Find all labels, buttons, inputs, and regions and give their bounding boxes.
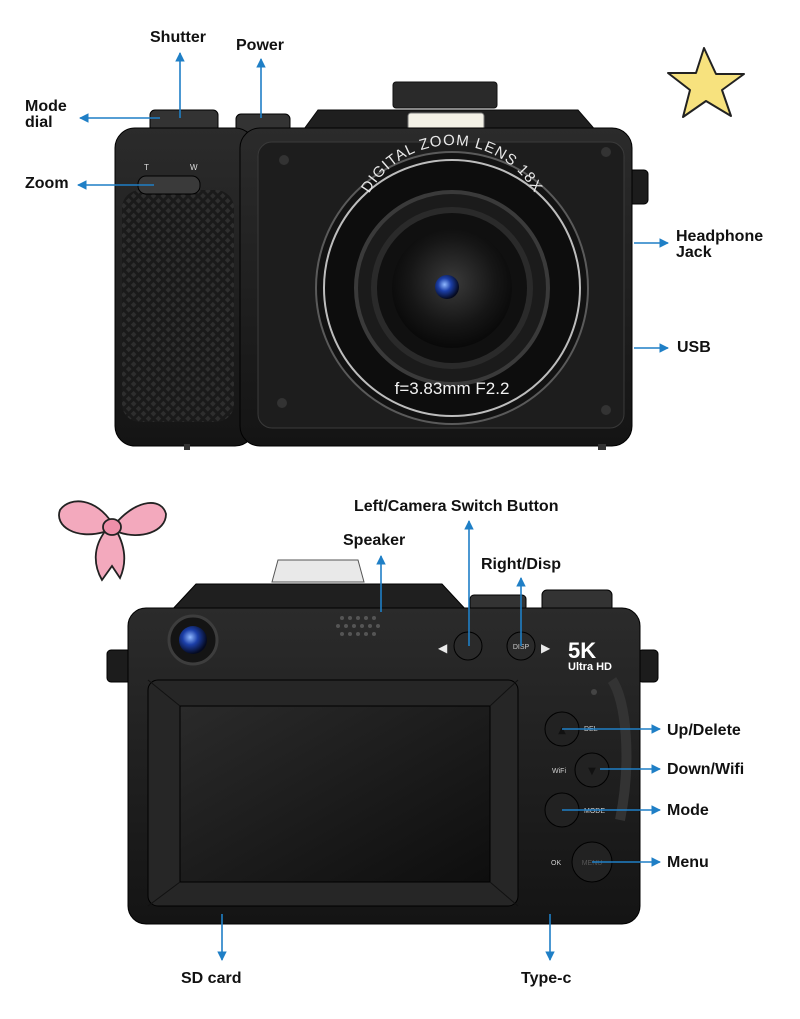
zoom-wide-label: W [190,163,198,172]
hot-shoe-back [271,559,365,583]
callout-down-wifi: Down/Wifi [667,761,745,778]
camera-front-view: T W DIGITAL ZOOM LENS 18X f=3.83mm F2.2 [114,81,649,450]
down-wifi-button[interactable] [574,752,610,788]
up-arrow-glyph: ▲ [558,725,566,736]
star-icon [667,47,745,118]
callout-up-delete: Up/Delete [667,722,741,739]
ok-label: OK [551,860,561,867]
hot-shoe [392,81,498,109]
callout-type-c: Type-c [521,970,572,987]
lens-glass [435,275,459,299]
callout-zoom: Zoom [25,175,69,192]
bow-icon [58,500,167,582]
callout-menu: Menu [667,854,709,871]
left-arrow-glyph: ◀ [438,641,448,655]
callout-usb: USB [677,339,711,356]
right-arrow-glyph: ▶ [541,641,551,655]
strap-lug-back-right [637,649,659,683]
mode-label: MODE [584,808,605,815]
callout-left-camera-switch: Left/Camera Switch Button [354,498,559,515]
wifi-label: WiFi [552,768,566,775]
back-callout-arrows [217,520,661,961]
lens: DIGITAL ZOOM LENS 18X f=3.83mm F2.2 [315,132,589,425]
callout-headphone-jack-line1: Headphone [676,228,764,245]
badge-ultra-hd: Ultra HD [568,661,612,673]
callout-sd-card: SD card [181,970,242,987]
zoom-tele-label: T [144,163,149,172]
callout-shutter: Shutter [150,29,206,46]
callout-headphone-jack: Headphone Jack [676,229,786,261]
left-camera-switch-button[interactable] [453,631,483,661]
lcd-screen [179,705,491,883]
menu-label: MENU [582,860,603,867]
callout-mode-dial: Mode dial [25,99,85,131]
callout-mode: Mode [667,802,709,819]
callout-mode-dial-line1: Mode [25,98,67,115]
callout-right-disp: Right/Disp [481,556,561,573]
speaker-grille [336,616,380,636]
front-callout-arrows [77,52,669,353]
callout-mode-dial-line2: dial [25,114,53,131]
callout-power: Power [236,37,285,54]
strap-lug-back-left [106,649,132,683]
disp-button-label: DISP [513,644,530,651]
grip-texture [122,190,234,422]
callout-headphone-jack-line2: Jack [676,244,712,261]
camera-back-view: ◀ DISP ▶ 5K Ultra HD ▲ DEL ▼ WiFi MODE M… [106,559,659,925]
callout-speaker: Speaker [343,532,406,549]
down-arrow-glyph: ▼ [588,766,596,777]
badge-5k: 5K [568,638,596,663]
lens-spec-text: f=3.83mm F2.2 [395,379,510,398]
